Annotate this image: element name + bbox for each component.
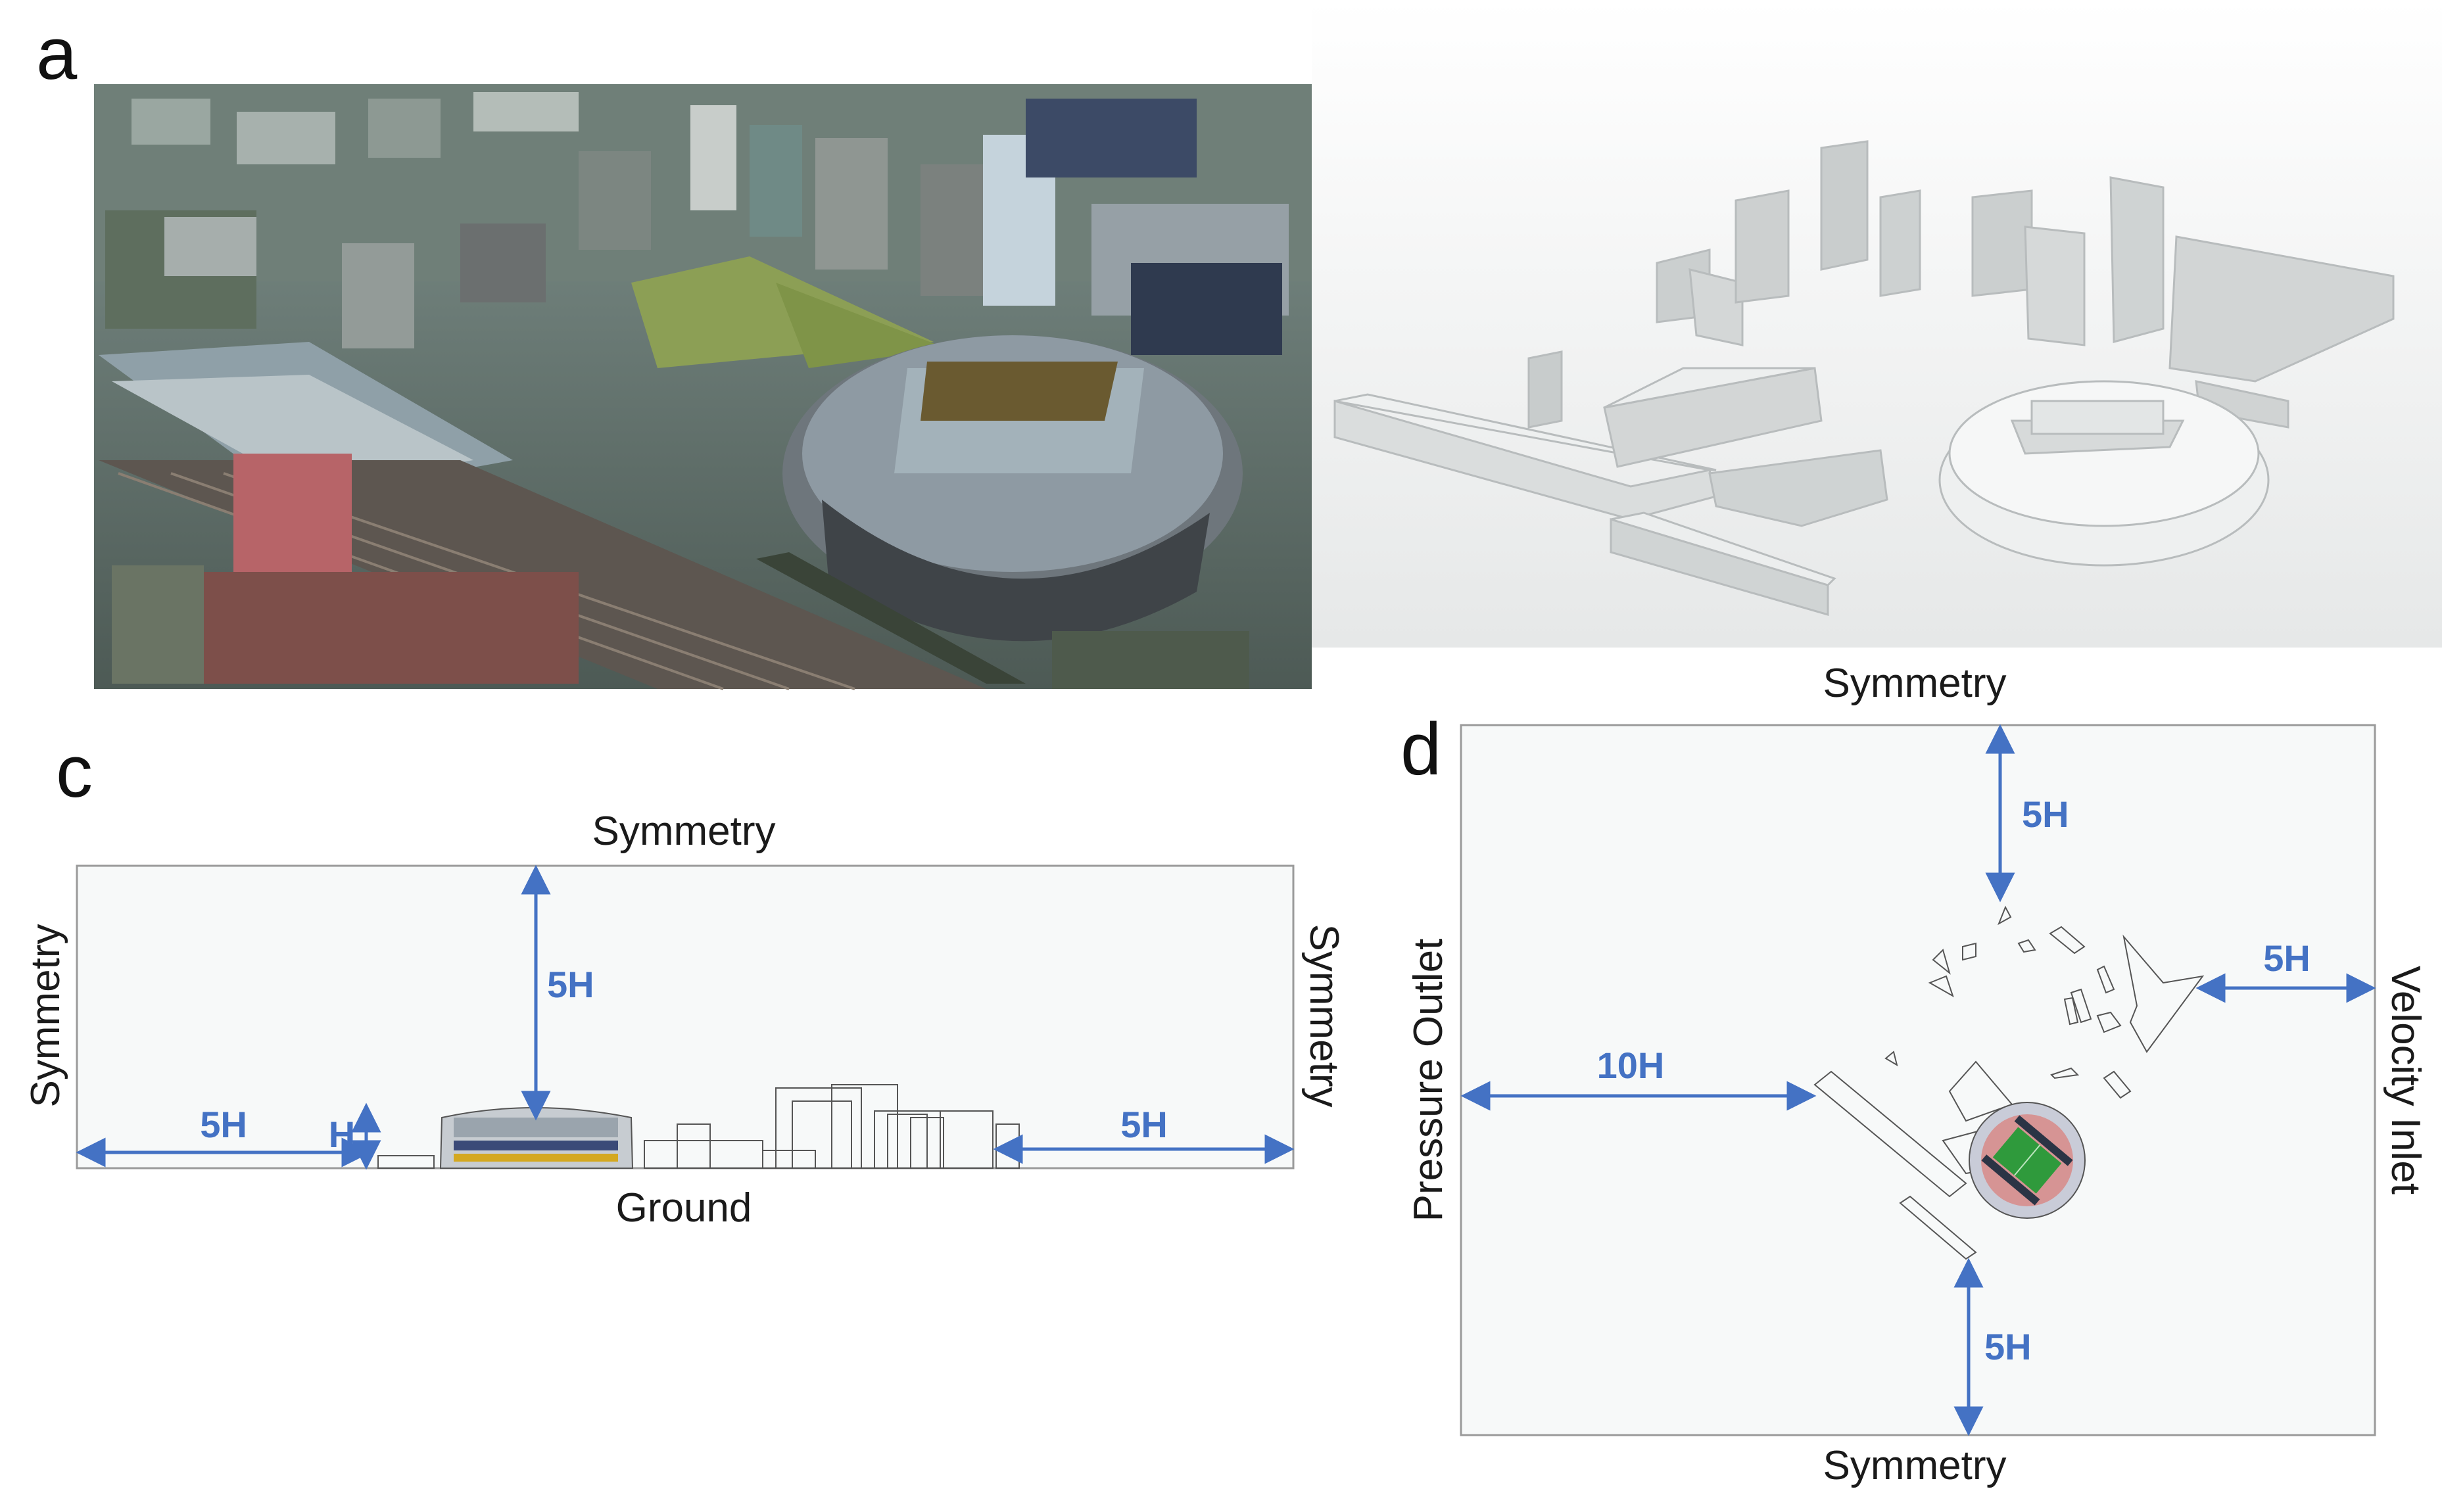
side-stadium [439, 1107, 634, 1169]
plan-left-boundary-label: Pressure Outlet [1406, 939, 1451, 1222]
panel-c-letter: c [56, 730, 93, 813]
computational-domain-plan [1460, 724, 2376, 1436]
side-left-boundary-label: Symmetry [23, 924, 68, 1108]
panel-b: b [1312, 0, 2442, 648]
side-dim-right-label: 5H [1120, 1104, 1168, 1145]
side-right-boundary-label: Symmetry [1301, 924, 1347, 1108]
plan-dim-right-label: 5H [2263, 937, 2310, 979]
side-bottom-boundary-label: Ground [616, 1185, 752, 1231]
side-dim-left-label: 5H [200, 1104, 247, 1145]
side-dimensions [76, 864, 1295, 1170]
panel-d: d Symmetry Symmetry Pressure Outlet Velo… [1401, 661, 2428, 1488]
side-dim-top-label: 5H [547, 964, 594, 1005]
panel-d-letter: d [1401, 708, 1441, 790]
plan-right-boundary-label: Velocity Inlet [2383, 966, 2428, 1194]
aerial-photo [94, 84, 1312, 690]
panel-a: a [36, 12, 1312, 690]
panel-a-letter: a [36, 12, 78, 95]
computational-domain-side [76, 864, 1295, 1169]
plan-dim-bottom-label: 5H [1984, 1326, 2032, 1367]
side-dim-height-label: H [329, 1114, 355, 1155]
plan-dim-left-label: 10H [1597, 1045, 1665, 1086]
plan-top-boundary-label: Symmetry [1823, 661, 2007, 706]
building-model [1333, 140, 2395, 616]
panel-c: c Symmetry Ground Symmetry Symmetry [23, 730, 1347, 1231]
side-top-boundary-label: Symmetry [592, 809, 776, 854]
plan-stadium [1969, 1102, 2086, 1219]
plan-dimensions [1460, 724, 2376, 1436]
plan-bottom-boundary-label: Symmetry [1823, 1443, 2007, 1488]
plan-dim-top-label: 5H [2022, 793, 2069, 835]
